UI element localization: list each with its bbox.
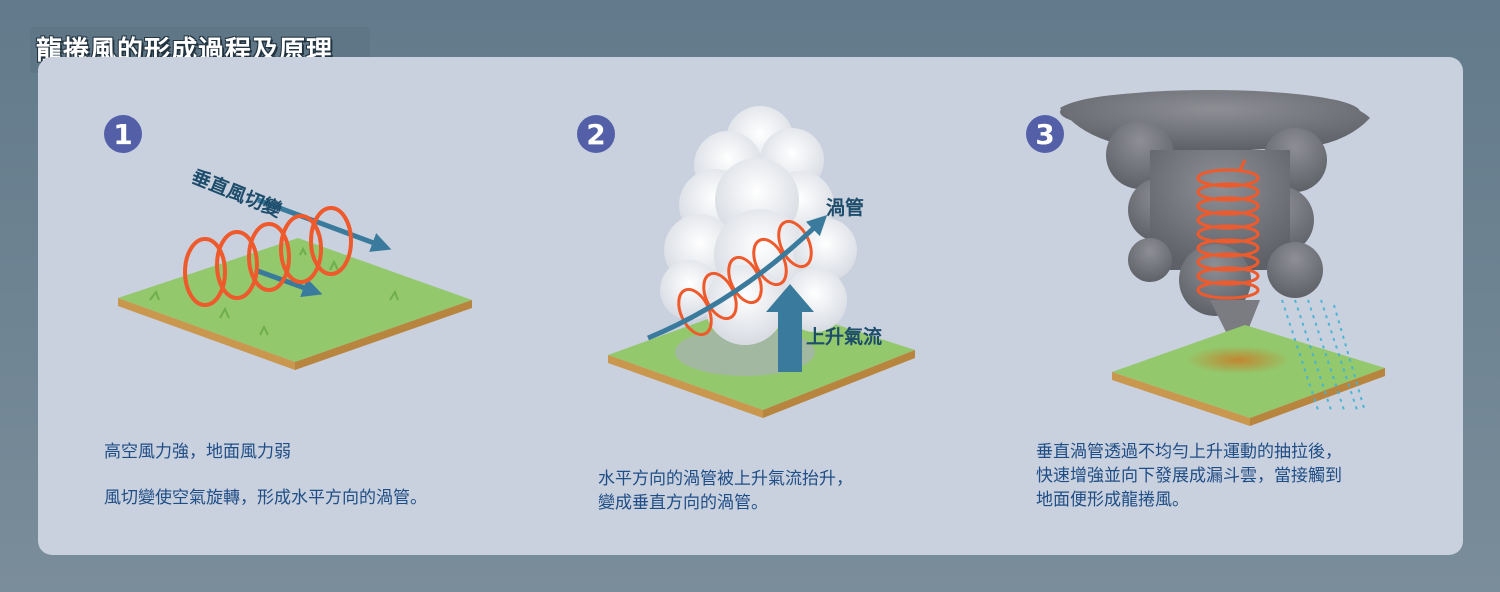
grass-tile-1 xyxy=(118,238,472,370)
vertical-vortex xyxy=(1196,159,1260,300)
updraft-arrow xyxy=(766,284,814,372)
step-2-description: 水平方向的渦管被上升氣流抬升， 變成垂直方向的渦管。 xyxy=(598,467,853,515)
step-3-description: 垂直渦管透過不均勻上升運動的抽拉後， 快速增強並向下發展成漏斗雲，當接觸到 地面… xyxy=(1036,440,1342,512)
funnel xyxy=(1210,300,1260,352)
step-3-line-1: 垂直渦管透過不均勻上升運動的抽拉後， xyxy=(1036,442,1342,462)
cumulus-cloud xyxy=(660,106,857,345)
grass-tile-3 xyxy=(1112,325,1385,426)
storm-cloud xyxy=(1060,90,1370,316)
step-2-badge: 2 xyxy=(577,115,615,153)
step-3-badge: 3 xyxy=(1026,115,1064,153)
step-1-badge: 1 xyxy=(104,115,142,153)
step-1-line-1: 高空風力強，地面風力弱 xyxy=(104,442,291,462)
vortex-arrow xyxy=(647,215,828,341)
rain xyxy=(1281,299,1365,411)
step1-illustration xyxy=(118,197,472,370)
vortex-label: 渦管 xyxy=(826,197,865,219)
dust-cloud xyxy=(1186,346,1290,374)
step-1-line-2: 風切變使空氣旋轉，形成水平方向的渦管。 xyxy=(104,488,427,508)
step3-illustration xyxy=(1060,90,1385,426)
step-1-description: 高空風力強，地面風力弱 風切變使空氣旋轉，形成水平方向的渦管。 xyxy=(104,440,427,510)
horizontal-vortex-1 xyxy=(183,206,353,307)
step-2-line-1: 水平方向的渦管被上升氣流抬升， xyxy=(598,469,853,489)
step2-illustration xyxy=(608,106,915,418)
updraft-label: 上升氣流 xyxy=(806,326,883,348)
step-3-line-3: 地面便形成龍捲風。 xyxy=(1036,490,1189,510)
step-2-line-2: 變成垂直方向的渦管。 xyxy=(598,493,768,513)
step-3-line-2: 快速增強並向下發展成漏斗雲，當接觸到 xyxy=(1036,466,1342,486)
